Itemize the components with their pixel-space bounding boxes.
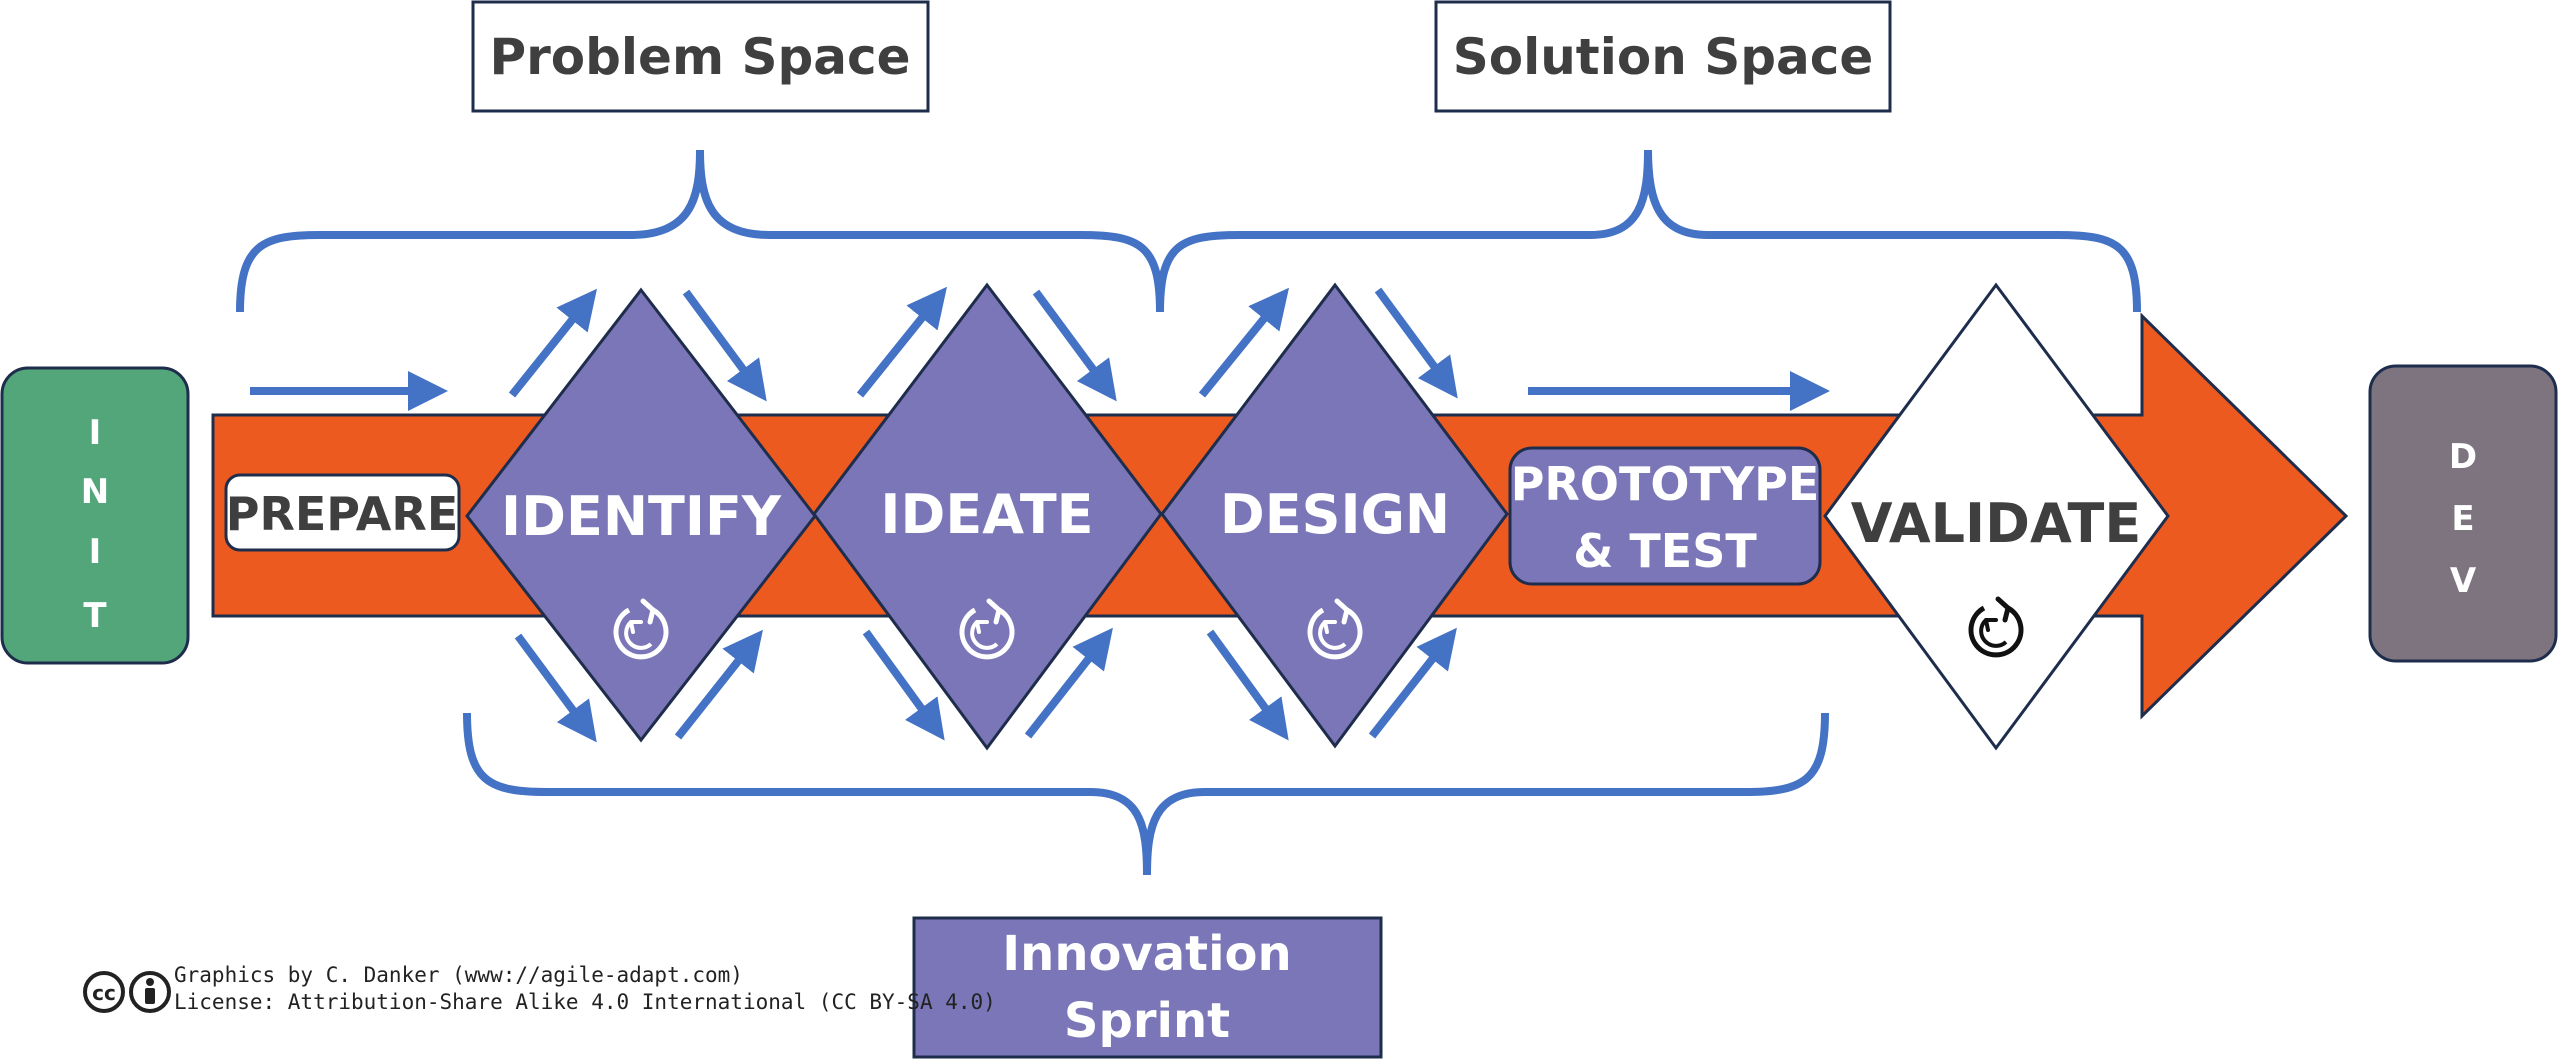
problem-space-label: Problem Space bbox=[489, 28, 910, 86]
ideate-label: IDEATE bbox=[880, 483, 1093, 546]
prototype-label: PROTOTYPE bbox=[1511, 457, 1820, 511]
solution-space-brace bbox=[1156, 149, 2141, 313]
dev-bar: D E V bbox=[2368, 364, 2558, 663]
validate-label: VALIDATE bbox=[1851, 492, 2142, 555]
test-label: & TEST bbox=[1573, 524, 1757, 578]
innovation-sprint-box: Innovation Sprint bbox=[912, 916, 1383, 1059]
solution-space-label: Solution Space bbox=[1453, 28, 1874, 86]
cc-badge-text: cc bbox=[92, 981, 116, 1005]
sprint-label: Sprint bbox=[1064, 993, 1230, 1049]
flow-arrow bbox=[1368, 627, 1457, 739]
solution-space-box: Solution Space bbox=[1434, 0, 1892, 113]
flow-arrow bbox=[1198, 287, 1290, 398]
prepare-stage: PREPARE bbox=[224, 473, 461, 552]
flow-arrow bbox=[682, 289, 767, 402]
prepare-label: PREPARE bbox=[226, 487, 459, 541]
design-label: DESIGN bbox=[1220, 483, 1450, 546]
identify-stage: IDENTIFY bbox=[465, 287, 817, 743]
credit-line-1: Graphics by C. Danker (www://agile-adapt… bbox=[174, 963, 743, 987]
flow-arrow bbox=[674, 629, 763, 740]
credit-line-2: License: Attribution-Share Alike 4.0 Int… bbox=[174, 990, 996, 1014]
problem-space-box: Problem Space bbox=[471, 0, 930, 113]
init-letter: T bbox=[83, 596, 107, 636]
dev-letter: D bbox=[2449, 437, 2477, 477]
attribution-person-icon bbox=[129, 971, 171, 1013]
dev-letter: E bbox=[2451, 499, 2474, 539]
flow-arrow bbox=[862, 629, 945, 741]
validate-stage: VALIDATE bbox=[1823, 282, 2170, 751]
dev-letter: V bbox=[2450, 561, 2477, 601]
innovation-label: Innovation bbox=[1002, 926, 1291, 982]
flow-arrow bbox=[856, 286, 948, 398]
design-stage: DESIGN bbox=[1160, 282, 1509, 749]
flow-arrow bbox=[508, 288, 597, 398]
init-bar: I N I T bbox=[0, 366, 190, 665]
ideate-stage: IDEATE bbox=[812, 282, 1163, 751]
flow-arrow bbox=[514, 633, 597, 743]
flow-arrow bbox=[1374, 287, 1458, 399]
flow-arrow bbox=[1206, 629, 1289, 741]
init-letter: N bbox=[81, 472, 109, 512]
innovation-sprint-brace bbox=[463, 712, 1829, 876]
init-letter: I bbox=[89, 413, 102, 453]
identify-label: IDENTIFY bbox=[501, 485, 782, 548]
prototype-test-stage: PROTOTYPE & TEST bbox=[1508, 446, 1822, 586]
init-letter: I bbox=[89, 532, 102, 572]
flow-arrow bbox=[1024, 627, 1113, 739]
problem-space-brace bbox=[236, 149, 1164, 313]
flow-arrows bbox=[250, 286, 1830, 743]
license-credit: cc Graphics by C. Danker (www://agile-ad… bbox=[83, 963, 996, 1014]
creative-commons-icon: cc bbox=[83, 971, 125, 1013]
flow-arrow bbox=[1032, 289, 1117, 402]
